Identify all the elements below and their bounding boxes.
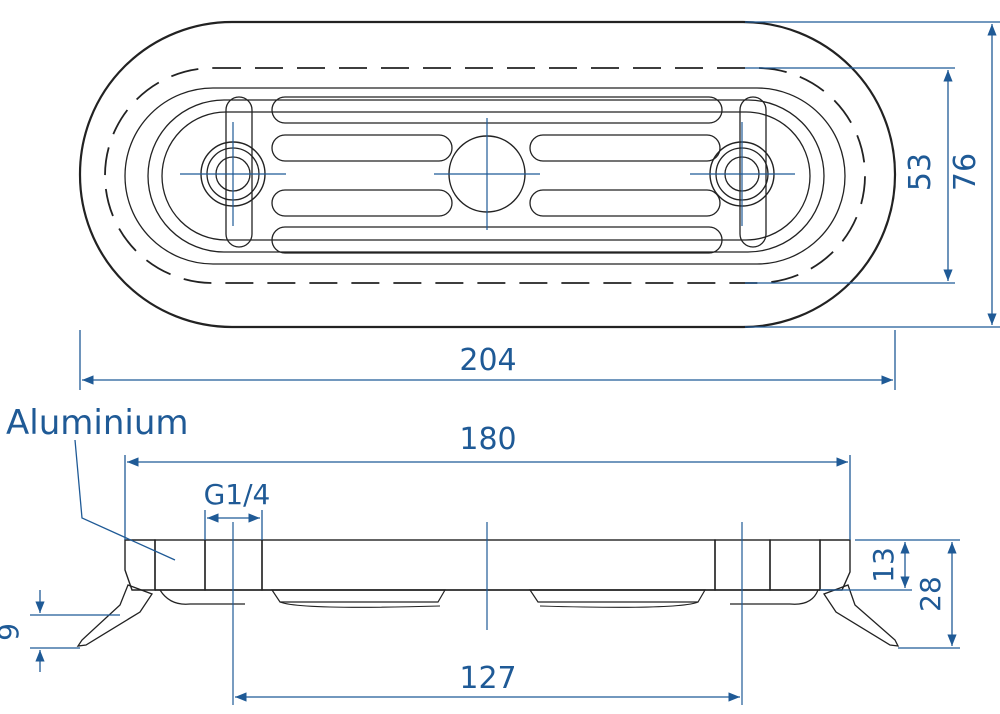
gasket-strip-right	[528, 589, 707, 603]
dim-label-53: 53	[903, 153, 938, 191]
top-view-extension-lines	[79, 21, 1000, 390]
seal-right	[819, 539, 851, 591]
seal-left	[124, 539, 156, 591]
dim-label-thread: G1/4	[204, 478, 271, 511]
gasket-strip-left	[270, 589, 447, 603]
body-hatched-left	[154, 539, 206, 591]
dim-label-9: 9	[0, 623, 25, 641]
dim-label-28: 28	[914, 576, 947, 612]
dim-label-127: 127	[459, 661, 516, 696]
dashed-contour	[104, 67, 866, 284]
inner-contour-2	[147, 99, 825, 253]
flap-right	[823, 584, 900, 647]
section-view	[30, 439, 960, 705]
dim-label-180: 180	[459, 422, 516, 457]
dim-label-13: 13	[867, 547, 900, 583]
top-view-centerlines	[180, 118, 795, 230]
material-label: Aluminium	[6, 403, 188, 443]
dim-label-76: 76	[948, 153, 983, 191]
top-view	[78, 20, 1000, 390]
flap-left	[76, 584, 153, 647]
outer-outline	[78, 20, 897, 329]
body-hatched-right	[769, 539, 821, 591]
inner-contour-1	[124, 87, 846, 265]
slots	[225, 96, 767, 254]
section-extension-lines	[30, 455, 960, 649]
body-hatched-center	[261, 539, 716, 591]
inner-contour-3	[161, 111, 811, 241]
section-centerlines	[232, 522, 743, 705]
material-leader	[74, 439, 176, 561]
dim-label-204: 204	[459, 343, 516, 378]
